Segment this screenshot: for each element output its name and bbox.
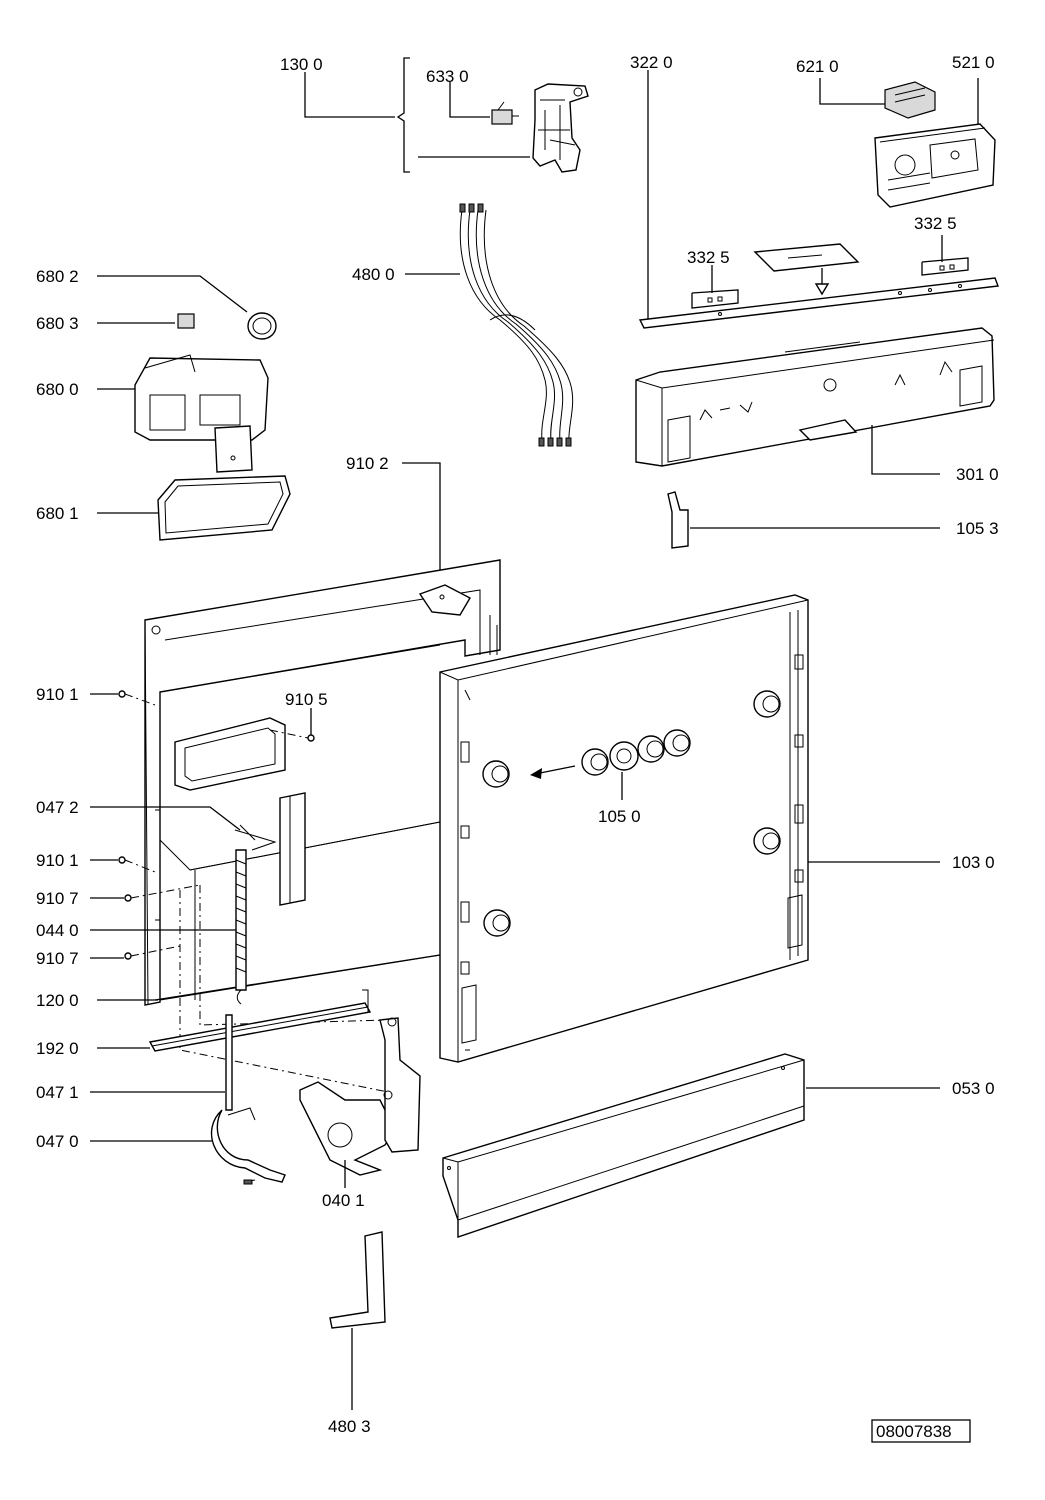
part-047-1-rod [90, 1014, 233, 1111]
drawing-number: 08007838 [876, 1422, 952, 1441]
label-910-1-lower: 910 1 [36, 851, 79, 870]
part-192-0-rail [97, 989, 372, 1052]
label-680-3: 680 3 [36, 314, 79, 333]
label-130-0: 130 0 [280, 55, 323, 74]
drawing-number-box: 08007838 [871, 1419, 971, 1443]
part-680-3-clip [97, 313, 195, 329]
part-301-0-control-panel [635, 327, 995, 475]
part-047-2-044-0-spring [90, 806, 277, 1005]
part-910-5-screw [269, 708, 315, 742]
part-door-lock [532, 83, 589, 173]
label-480-0: 480 0 [352, 265, 395, 284]
part-047-0-hinge-arm [90, 1107, 286, 1185]
label-680-1: 680 1 [36, 504, 79, 523]
label-521-0: 521 0 [952, 53, 995, 72]
label-332-5-right: 332 5 [914, 214, 957, 233]
label-480-3: 480 3 [328, 1417, 371, 1436]
part-480-3-l-bracket [329, 1231, 386, 1410]
part-105-0-bumpers [530, 729, 691, 800]
label-040-1: 040 1 [322, 1191, 365, 1210]
label-105-3: 105 3 [956, 519, 999, 538]
label-105-0: 105 0 [598, 807, 641, 826]
part-680-2-seal-ring [97, 275, 277, 340]
label-044-0: 044 0 [36, 921, 79, 940]
label-047-0: 047 0 [36, 1132, 79, 1151]
label-633-0: 633 0 [426, 67, 469, 86]
label-680-2: 680 2 [36, 267, 79, 286]
label-332-5-left: 332 5 [687, 248, 730, 267]
part-120-0-inner-door [97, 559, 501, 1006]
part-680-1-gasket [97, 475, 291, 541]
label-680-0: 680 0 [36, 380, 79, 399]
label-192-0: 192 0 [36, 1039, 79, 1058]
part-480-0-wiring [405, 203, 574, 447]
part-322-0-strip [638, 70, 999, 329]
label-910-5: 910 5 [285, 690, 328, 709]
label-103-0: 103 0 [952, 853, 995, 872]
part-910-7a-screw [90, 884, 201, 902]
label-301-0: 301 0 [956, 465, 999, 484]
part-040-1-hinge-bracket [299, 1017, 421, 1188]
part-633-0-microswitch [449, 82, 519, 125]
part-105-3-bracket [667, 491, 940, 549]
part-910-1b-screw [90, 856, 156, 873]
part-621-0-connector [819, 78, 936, 119]
label-053-0: 053 0 [952, 1079, 995, 1098]
part-332-5-clips [691, 235, 969, 309]
label-120-0: 120 0 [36, 991, 79, 1010]
part-053-0-bottom-trim [442, 1053, 940, 1238]
part-680-0-dispenser [97, 354, 269, 473]
bracket-130-0 [304, 57, 530, 173]
label-621-0: 621 0 [796, 57, 839, 76]
assembly-guide-lines [179, 885, 391, 1093]
label-047-1: 047 1 [36, 1083, 79, 1102]
label-322-0: 322 0 [630, 53, 673, 72]
label-910-1-top: 910 1 [36, 685, 79, 704]
label-910-2: 910 2 [346, 454, 389, 473]
part-103-0-outer-door [439, 594, 940, 1063]
part-910-7b-screw [90, 945, 181, 960]
part-910-1a-screw [90, 690, 156, 706]
label-047-2: 047 2 [36, 798, 79, 817]
part-number-labels: 130 0 633 0 322 0 621 0 521 0 480 0 332 … [36, 53, 999, 1436]
part-910-2-screw [402, 462, 441, 596]
part-521-0-control-module [874, 78, 996, 208]
part-overlay-card [753, 243, 860, 296]
label-910-7-lower: 910 7 [36, 949, 79, 968]
label-910-7-upper: 910 7 [36, 889, 79, 908]
